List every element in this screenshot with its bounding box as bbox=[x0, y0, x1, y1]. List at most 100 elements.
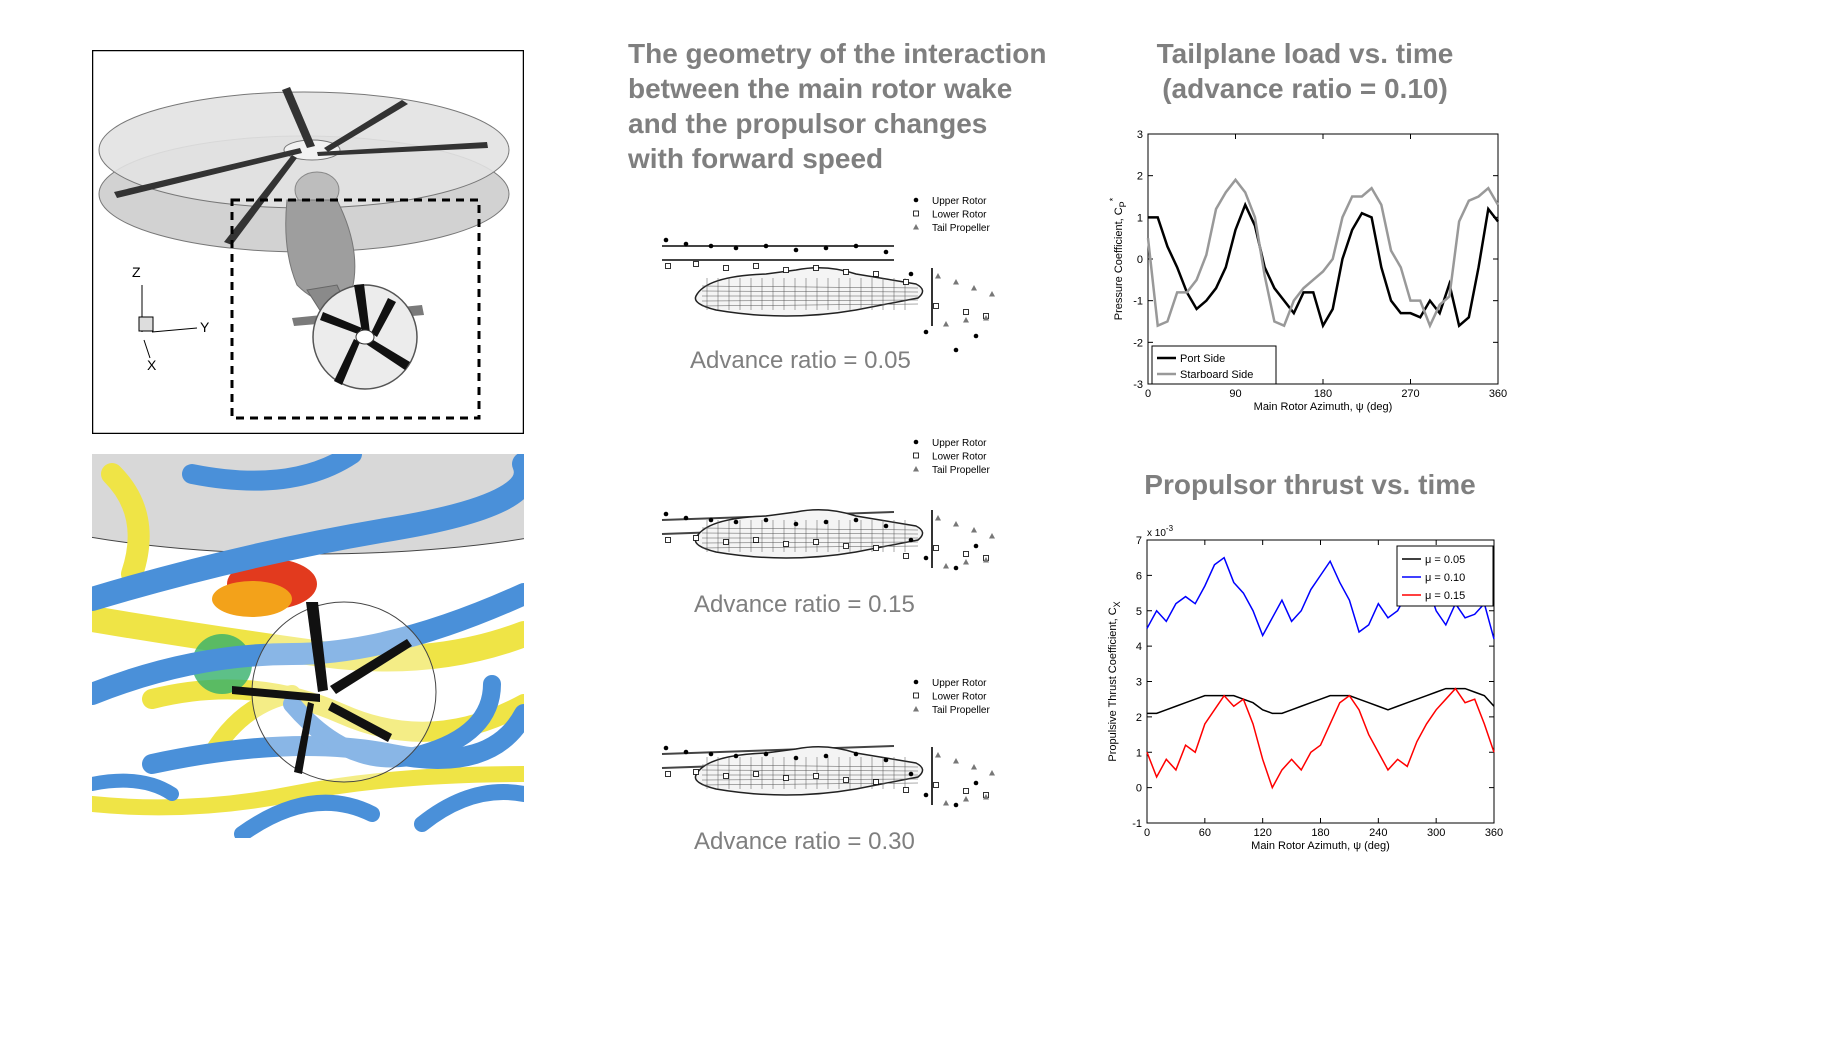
y-axis-label-superscript: * bbox=[1108, 197, 1118, 201]
lower-rotor-marker bbox=[963, 309, 969, 315]
tail-propeller-marker bbox=[943, 563, 949, 569]
wake-legend-label: Lower Rotor bbox=[932, 452, 987, 463]
x-tick-label: 120 bbox=[1253, 827, 1271, 839]
lower-rotor-marker bbox=[873, 779, 879, 785]
x-tick-label: 0 bbox=[1144, 827, 1150, 839]
upper-rotor-marker bbox=[708, 751, 714, 757]
plot-frame bbox=[1147, 133, 1499, 385]
lower-rotor-marker bbox=[933, 545, 939, 551]
fuselage-mesh-line bbox=[701, 782, 919, 786]
upper-rotor-marker bbox=[908, 271, 914, 277]
legend-label: μ = 0.15 bbox=[1425, 590, 1465, 602]
upper-rotor-marker bbox=[953, 347, 959, 353]
fuselage-mesh-line bbox=[701, 299, 919, 302]
upper-rotor-marker bbox=[913, 439, 919, 445]
y-tick-label: 7 bbox=[1136, 535, 1142, 547]
lower-rotor-marker bbox=[963, 788, 969, 794]
y-tick-label: 3 bbox=[1137, 129, 1143, 141]
y-tick-label: -2 bbox=[1133, 337, 1143, 349]
series-line bbox=[1146, 687, 1495, 790]
tail-propeller-marker bbox=[935, 515, 941, 521]
middle-heading-line: between the main rotor wake bbox=[628, 73, 1013, 104]
wake-legend-label: Tail Propeller bbox=[932, 465, 990, 476]
upper-rotor-marker bbox=[763, 243, 769, 249]
lower-rotor-marker bbox=[723, 265, 729, 271]
lower-rotor-marker bbox=[963, 551, 969, 557]
legend-label: μ = 0.10 bbox=[1425, 572, 1465, 584]
y-tick-label: -3 bbox=[1133, 379, 1143, 391]
lower-rotor-marker bbox=[903, 279, 909, 285]
upper-rotor-marker bbox=[763, 517, 769, 523]
upper-rotor-marker bbox=[923, 555, 929, 561]
fuselage-mesh-line bbox=[701, 532, 919, 535]
tail-propeller-marker bbox=[943, 800, 949, 806]
axis-y-label: Y bbox=[200, 319, 210, 335]
fuselage-mesh-line bbox=[701, 769, 919, 772]
upper-rotor-marker bbox=[913, 679, 919, 685]
lower-rotor-marker bbox=[723, 773, 729, 779]
fuselage-mesh-line bbox=[701, 778, 919, 781]
axis-x-label: X bbox=[147, 357, 157, 373]
y-tick-label: 4 bbox=[1136, 641, 1142, 653]
tail-propeller-marker bbox=[989, 291, 995, 297]
tail-propeller-marker bbox=[971, 764, 977, 770]
fuselage-mesh-line bbox=[701, 285, 919, 289]
thrust-chart-title: Propulsor thrust vs. time bbox=[1144, 469, 1476, 500]
y-axis-label-subscript: P bbox=[1118, 201, 1128, 207]
series-line bbox=[1146, 177, 1500, 329]
upper-rotor-marker bbox=[973, 333, 979, 339]
fuselage-mesh-line bbox=[701, 290, 919, 293]
lower-rotor-marker bbox=[693, 769, 699, 775]
lower-rotor-marker bbox=[933, 782, 939, 788]
lower-rotor-marker bbox=[753, 263, 759, 269]
upper-rotor-marker bbox=[823, 245, 829, 251]
upper-rotor-marker bbox=[853, 751, 859, 757]
wake-legend-label: Lower Rotor bbox=[932, 692, 987, 703]
upper-rotor-marker bbox=[953, 802, 959, 808]
tail-propeller-marker bbox=[983, 557, 989, 563]
lower-rotor-marker bbox=[665, 537, 671, 543]
y-tick-label: 1 bbox=[1137, 212, 1143, 224]
wake-legend-label: Upper Rotor bbox=[932, 678, 987, 689]
upper-rotor-marker bbox=[793, 755, 799, 761]
upper-rotor-marker bbox=[683, 515, 689, 521]
tail-propeller-marker bbox=[989, 533, 995, 539]
tail-propeller-marker bbox=[935, 752, 941, 758]
wake-legend-label: Tail Propeller bbox=[932, 223, 990, 234]
lower-rotor-marker bbox=[903, 553, 909, 559]
upper-rotor-marker bbox=[973, 543, 979, 549]
y-axis-label: Pressure Coefficient, CP* bbox=[1108, 197, 1128, 320]
fuselage-mesh-line bbox=[701, 527, 919, 531]
upper-rotor-marker bbox=[793, 521, 799, 527]
axis-scale-note: x 10-3 bbox=[1147, 524, 1174, 539]
tail-propeller-marker bbox=[983, 315, 989, 321]
x-tick-label: 0 bbox=[1145, 388, 1151, 400]
chart-title-line: Tailplane load vs. time bbox=[1156, 38, 1454, 69]
wake-legend-label: Upper Rotor bbox=[932, 438, 987, 449]
upper-rotor-marker bbox=[923, 329, 929, 335]
middle-heading-line: and the propulsor changes bbox=[628, 108, 988, 139]
blue-vortex-tubes bbox=[92, 454, 524, 838]
lower-rotor-marker bbox=[913, 692, 919, 699]
series-line bbox=[1147, 687, 1495, 715]
interaction-region-box bbox=[230, 198, 481, 420]
lower-rotor-marker bbox=[753, 771, 759, 777]
y-tick-label: 0 bbox=[1136, 783, 1142, 795]
lower-rotor-marker bbox=[843, 777, 849, 783]
upper-rotor-marker bbox=[708, 517, 714, 523]
y-tick-label: 6 bbox=[1136, 570, 1142, 582]
advance-ratio-label: Advance ratio = 0.30 bbox=[694, 828, 915, 855]
y-tick-label: 2 bbox=[1137, 171, 1143, 183]
upper-rotor-marker bbox=[823, 519, 829, 525]
wake-legend-label: Tail Propeller bbox=[932, 705, 990, 716]
upper-rotor-marker bbox=[908, 537, 914, 543]
lower-rotor-marker bbox=[913, 210, 919, 217]
axis-scale-exponent: -3 bbox=[1166, 524, 1174, 533]
upper-rotor-marker bbox=[763, 751, 769, 757]
x-tick-label: 180 bbox=[1311, 827, 1329, 839]
upper-rotor-marker bbox=[733, 753, 739, 759]
series-line bbox=[1148, 201, 1499, 329]
lower-rotor-marker bbox=[843, 269, 849, 275]
